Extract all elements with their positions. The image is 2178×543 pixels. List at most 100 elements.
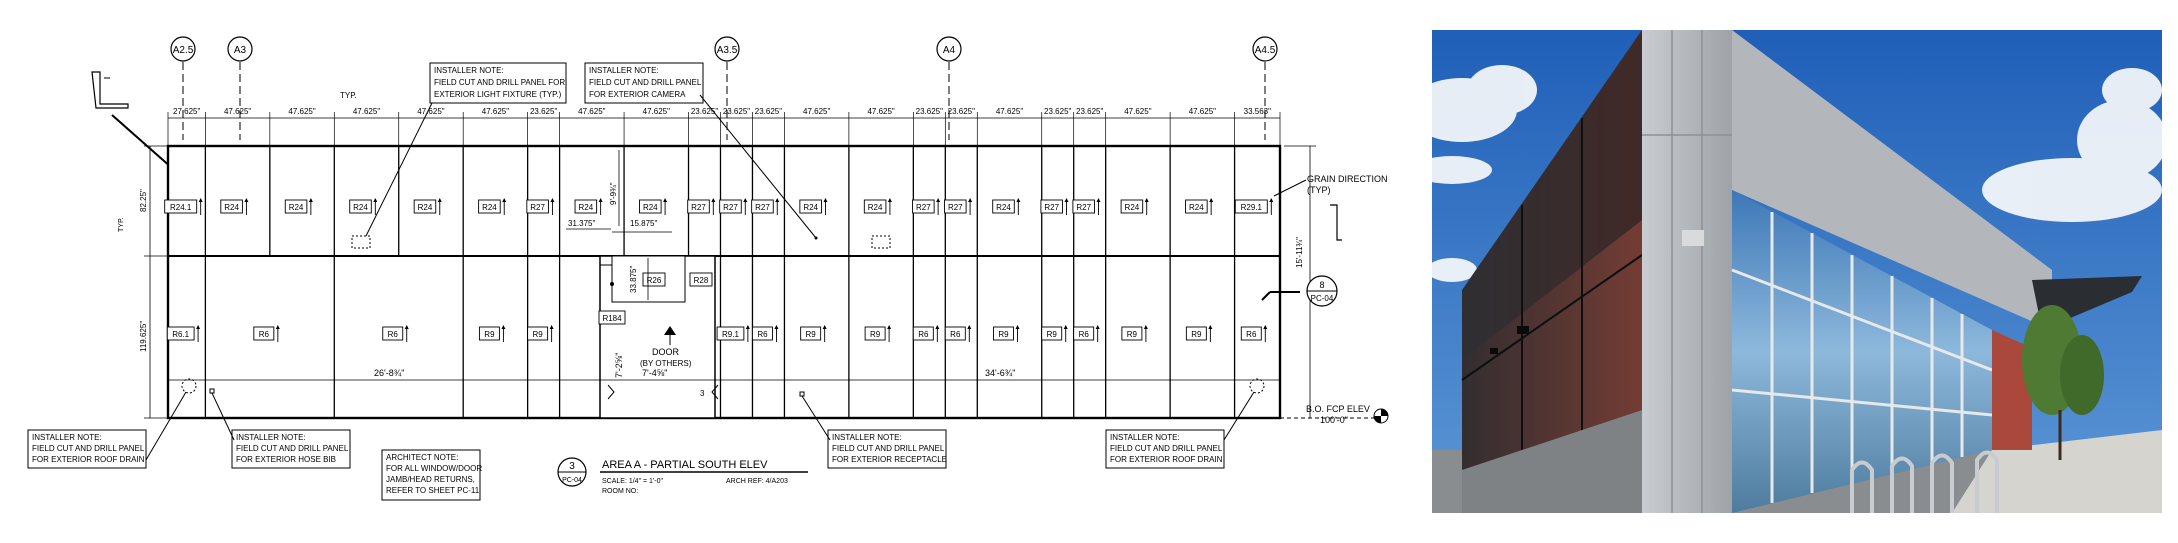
svg-text:82.25": 82.25": [139, 189, 148, 212]
top-dimension-label: 47.625": [1124, 107, 1151, 116]
arch-ref: ARCH REF: 4/A203: [726, 478, 788, 485]
building-photo: [1432, 30, 2162, 513]
svg-text:JAMB/HEAD RETURNS,: JAMB/HEAD RETURNS,: [386, 475, 475, 484]
installer-note-receptacle: INSTALLER NOTE: FIELD CUT AND DRILL PANE…: [801, 395, 947, 469]
panel-tag: R24: [1120, 198, 1149, 215]
panel-tag-label: R24: [353, 203, 368, 212]
top-dimension-label: 23.625": [1044, 107, 1071, 116]
elevation-value: 100'-0": [1320, 415, 1348, 425]
panel-tag-label: R24: [803, 203, 818, 212]
room-no: ROOM NO:: [602, 488, 638, 495]
panel-tag: R9: [1041, 325, 1068, 342]
grid-bubble-label: A3.5: [717, 45, 738, 56]
panel-tag: R24: [478, 198, 507, 215]
grid-bubble-a3-5: A3.5: [714, 36, 740, 140]
panel-tag: R24: [992, 198, 1021, 215]
svg-text:R26: R26: [647, 276, 662, 285]
installer-note-hose-bib: INSTALLER NOTE: FIELD CUT AND DRILL PANE…: [211, 392, 351, 469]
svg-text:INSTALLER NOTE:: INSTALLER NOTE:: [589, 66, 659, 75]
top-dimension-label: 47.625": [578, 107, 605, 116]
panel-tag-label: R9: [806, 330, 817, 339]
svg-text:R28: R28: [694, 276, 709, 285]
panel-tag-label: R6.1: [172, 330, 189, 339]
panel-tag: R9.1: [716, 325, 750, 342]
panel-tag-label: R6: [757, 330, 768, 339]
panel-tag-r26: R26: [642, 272, 666, 287]
elevation-drawing: A2.5 A3 A3.5 A4 A4.5 27.625" 47.625" 47.62…: [27, 36, 1389, 501]
panel-tag-label: R9: [1191, 330, 1202, 339]
top-dimension-label: 47.625": [643, 107, 670, 116]
svg-text:FOR EXTERIOR RECEPTACLE: FOR EXTERIOR RECEPTACLE: [832, 455, 947, 464]
svg-text:7'-2⅝": 7'-2⅝": [614, 353, 624, 378]
svg-text:ARCHITECT NOTE:: ARCHITECT NOTE:: [386, 453, 458, 462]
panel-tag: R6: [912, 325, 940, 342]
svg-text:7'-4⅝": 7'-4⅝": [642, 368, 667, 378]
panel-tag-label: R27: [916, 203, 931, 212]
elevation-label: B.O. FCP ELEV: [1306, 404, 1370, 414]
top-dimension-label: 23.625": [530, 107, 557, 116]
grid-bubbles: A2.5 A3 A3.5 A4 A4.5: [170, 36, 1278, 140]
top-dimension-label: 47.625": [803, 107, 830, 116]
svg-text:FOR ALL WINDOW/DOOR: FOR ALL WINDOW/DOOR: [386, 464, 482, 473]
detail-callout: 8 PC-04: [1306, 275, 1338, 307]
panel-tag: R6.1: [166, 325, 201, 342]
svg-text:FIELD CUT AND DRILL PANEL: FIELD CUT AND DRILL PANEL: [832, 444, 945, 453]
panel-tag: R9: [1121, 325, 1148, 342]
grid-bubble-label: A2.5: [173, 45, 194, 56]
panel-tag: R24: [220, 198, 249, 215]
architect-note: ARCHITECT NOTE: FOR ALL WINDOW/DOOR JAMB…: [381, 449, 482, 501]
installer-note-camera: INSTALLER NOTE: FIELD CUT AND DRILL PANE…: [584, 62, 817, 239]
panel-tag-label: R9: [1127, 330, 1138, 339]
svg-text:34'-6¾": 34'-6¾": [985, 368, 1015, 378]
panel-tag: R24: [574, 198, 603, 215]
panel-tag: R24: [639, 198, 668, 215]
panel-tag: R9: [993, 325, 1020, 342]
panel-tag: R27: [687, 198, 716, 215]
panel-tag-label: R24.1: [170, 203, 192, 212]
panel-tag: R29.1: [1234, 198, 1274, 215]
grid-bubble-a2-5: A2.5: [170, 36, 196, 140]
panel-tag-label: R24: [224, 203, 239, 212]
panel-tag-label: R24: [643, 203, 658, 212]
photo-illustration: [1432, 30, 2162, 513]
panel-tag: R6: [382, 325, 409, 342]
svg-text:FOR EXTERIOR CAMERA: FOR EXTERIOR CAMERA: [589, 90, 686, 99]
grid-bubble-a4: A4: [936, 36, 962, 140]
top-dimension-label: 23.625": [948, 107, 975, 116]
panel-tag: R6: [1073, 325, 1100, 342]
panel-tag-label: R27: [530, 203, 545, 212]
panel-tag: R27: [1040, 198, 1069, 215]
svg-text:INSTALLER NOTE:: INSTALLER NOTE:: [236, 433, 306, 442]
panel-tag: R24: [1185, 198, 1214, 215]
panel-tag-label: R6: [950, 330, 961, 339]
svg-text:FIELD CUT AND DRILL PANEL: FIELD CUT AND DRILL PANEL: [589, 78, 702, 87]
installer-note-roof-drain-right: INSTALLER NOTE: FIELD CUT AND DRILL PANE…: [1105, 391, 1255, 469]
panel-tag-label: R27: [723, 203, 738, 212]
top-dimension-label: 27.625": [173, 107, 200, 116]
panel-tag-label: R6: [918, 330, 929, 339]
panel-tag: R27: [751, 198, 780, 215]
panel-tag-label: R24: [1125, 203, 1140, 212]
panel-tag-label: R6: [259, 330, 270, 339]
svg-text:INSTALLER NOTE:: INSTALLER NOTE:: [832, 433, 902, 442]
grid-bubble-a4-5: A4.5: [1252, 36, 1278, 140]
panel-tag-label: R27: [948, 203, 963, 212]
grid-bubble-label: A4: [943, 45, 956, 56]
svg-text:119.625": 119.625": [139, 321, 148, 352]
right-annotations: GRAIN DIRECTION (TYP) 15'-11¾" 8 PC-04 B…: [1261, 145, 1389, 425]
panel-tag-label: R9: [998, 330, 1009, 339]
top-dimension-label: 33.563": [1244, 107, 1271, 116]
panel-tag-r28: R28: [689, 272, 713, 287]
panel-tag: R27: [944, 198, 973, 215]
svg-text:26'-8¾": 26'-8¾": [374, 368, 404, 378]
top-dimension-label: 47.625": [996, 107, 1023, 116]
panel-tag-label: R29.1: [1241, 203, 1263, 212]
svg-text:8: 8: [1319, 280, 1324, 290]
corner-detail-symbol: [91, 71, 173, 169]
panel-tag-label: R24: [996, 203, 1011, 212]
panel-tag: R24: [413, 198, 442, 215]
svg-text:FIELD CUT AND DRILL PANEL: FIELD CUT AND DRILL PANEL: [32, 444, 145, 453]
svg-text:FOR EXTERIOR ROOF DRAIN: FOR EXTERIOR ROOF DRAIN: [32, 455, 145, 464]
panel-tag: R6: [253, 325, 280, 342]
left-dimensions: 82.25" TYP. 119.625": [118, 145, 168, 419]
